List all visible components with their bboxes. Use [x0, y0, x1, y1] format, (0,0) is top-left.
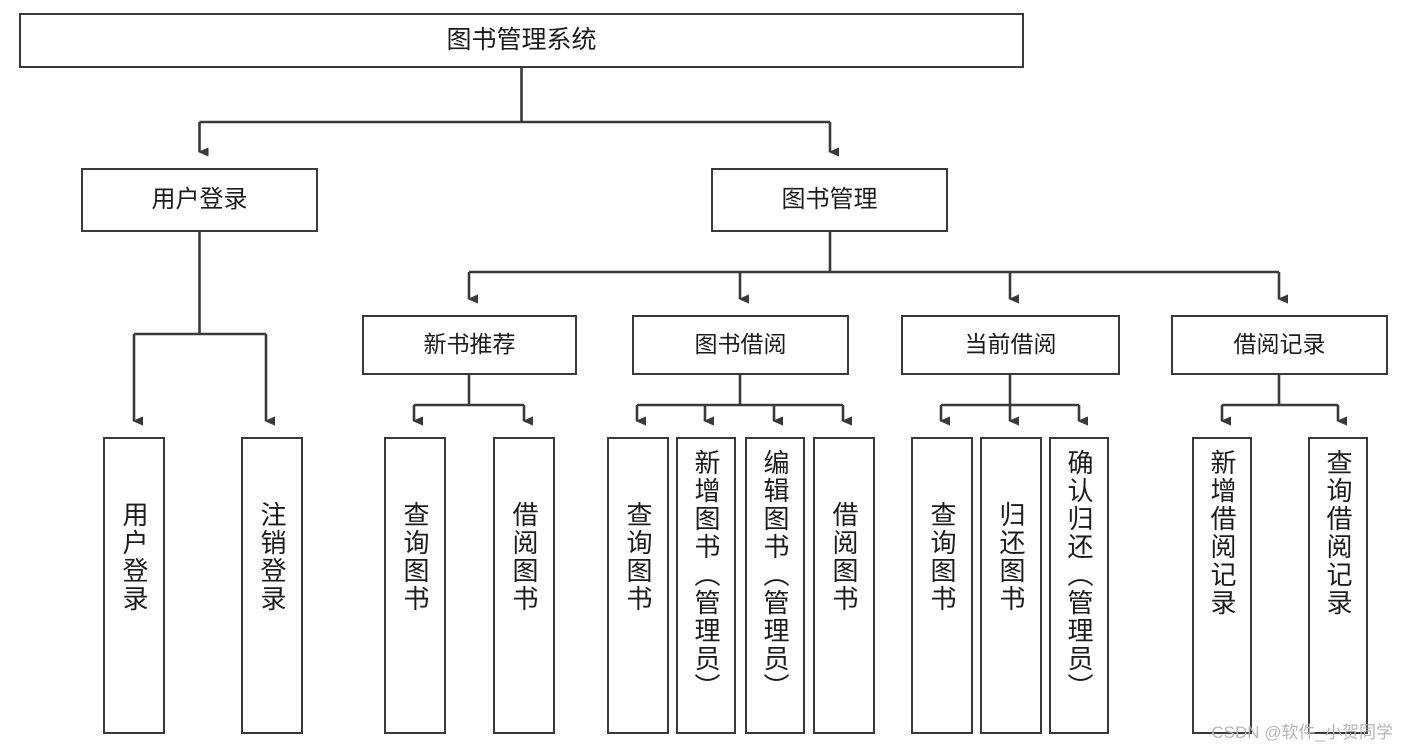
node-label: 借阅图书 — [829, 501, 859, 613]
node-label: 当前借阅 — [964, 331, 1057, 358]
node-book-borrow[interactable]: 图书借阅 — [632, 315, 849, 375]
leaf-logout-login[interactable]: 注销登录 — [241, 437, 303, 734]
leaf-user-login[interactable]: 用户登录 — [103, 437, 165, 734]
node-book-management[interactable]: 图书管理 — [711, 168, 948, 232]
node-label: 借阅图书 — [509, 501, 539, 613]
node-label: 图书管理系统 — [446, 25, 597, 54]
leaf-edit-book-admin[interactable]: 编辑图书（管理员） — [745, 437, 805, 734]
node-label: 图书管理 — [781, 185, 878, 213]
node-borrow-record[interactable]: 借阅记录 — [1171, 315, 1388, 375]
node-label: 查询图书 — [400, 501, 430, 613]
leaf-confirm-return-admin[interactable]: 确认归还（管理员） — [1049, 437, 1109, 734]
node-label: 查询图书 — [623, 501, 653, 613]
leaf-add-borrow-record[interactable]: 新增借阅记录 — [1192, 437, 1252, 734]
node-current-borrow[interactable]: 当前借阅 — [901, 315, 1120, 375]
leaf-query-book-borrow[interactable]: 查询图书 — [607, 437, 669, 734]
node-new-book-recommend[interactable]: 新书推荐 — [362, 315, 577, 375]
node-label: 图书借阅 — [694, 331, 787, 358]
node-label: 注销登录 — [257, 501, 287, 613]
leaf-add-book-admin[interactable]: 新增图书（管理员） — [676, 437, 736, 734]
leaf-query-book-current[interactable]: 查询图书 — [911, 437, 973, 734]
node-label: 查询图书 — [927, 501, 957, 613]
node-label: 借阅记录 — [1233, 331, 1326, 358]
node-label: 新增借阅记录 — [1207, 449, 1237, 617]
node-label: 查询借阅记录 — [1323, 449, 1353, 617]
leaf-query-borrow-record[interactable]: 查询借阅记录 — [1308, 437, 1368, 734]
leaf-borrow-book-recommend[interactable]: 借阅图书 — [493, 437, 555, 734]
node-root-book-management-system[interactable]: 图书管理系统 — [19, 13, 1024, 68]
node-label: 新增图书（管理员） — [691, 449, 721, 701]
node-label: 归还图书 — [996, 501, 1026, 613]
node-label: 用户登录 — [151, 185, 248, 213]
leaf-query-book-recommend[interactable]: 查询图书 — [384, 437, 446, 734]
node-label: 编辑图书（管理员） — [760, 449, 790, 701]
leaf-return-book[interactable]: 归还图书 — [980, 437, 1042, 734]
leaf-borrow-book[interactable]: 借阅图书 — [813, 437, 875, 734]
node-user-login[interactable]: 用户登录 — [81, 168, 318, 232]
node-label: 新书推荐 — [423, 331, 516, 358]
node-label: 确认归还（管理员） — [1064, 449, 1094, 701]
node-label: 用户登录 — [119, 501, 149, 613]
